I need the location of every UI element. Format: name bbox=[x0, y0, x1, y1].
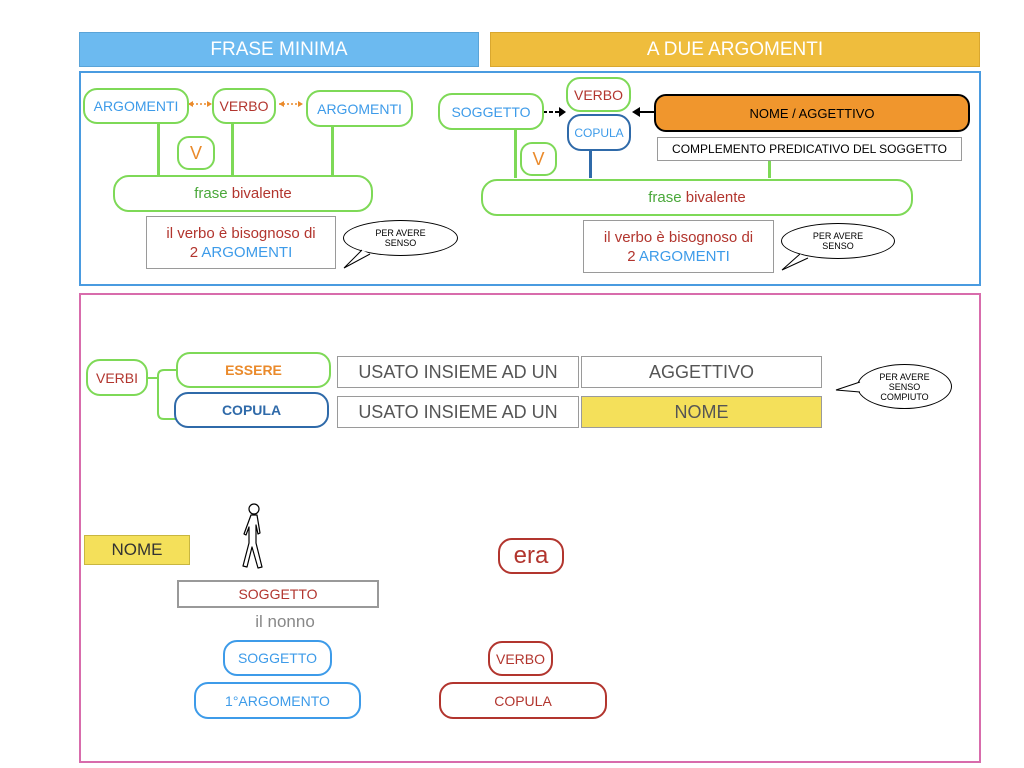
verbo-node: VERBO bbox=[212, 88, 276, 124]
bivalente-label: bivalente bbox=[231, 185, 292, 202]
soggetto-pill-label: SOGGETTO bbox=[237, 650, 318, 666]
essere-label: ESSERE bbox=[225, 362, 282, 378]
era-label: era bbox=[513, 542, 549, 569]
verbi-bracket bbox=[148, 369, 176, 420]
header-frase-minima: FRASE MINIMA bbox=[79, 32, 479, 67]
il-nonno-text: il nonno bbox=[230, 611, 340, 633]
top-frame bbox=[79, 71, 981, 286]
header-left-title: FRASE MINIMA bbox=[210, 38, 348, 60]
soggetto-label: SOGGETTO bbox=[451, 103, 531, 120]
explanation-line1: il verbo è bisognoso di bbox=[166, 224, 316, 242]
copula-verb-label: COPULA bbox=[221, 402, 282, 418]
nome-tag-label: NOME bbox=[111, 540, 163, 559]
connector-line bbox=[331, 127, 334, 176]
explanation-number: 2 bbox=[189, 243, 199, 261]
verbo-right-label: VERBO bbox=[573, 86, 623, 103]
verbo-node-right: VERBO bbox=[566, 77, 631, 112]
explanation-right-line1: il verbo è bisognoso di bbox=[603, 228, 754, 246]
essere-node: ESSERE bbox=[176, 352, 331, 388]
usato-1-label: USATO INSIEME AD UN bbox=[358, 361, 558, 382]
argomenti-right-node: ARGOMENTI bbox=[306, 90, 413, 127]
nome-box: NOME bbox=[581, 396, 822, 428]
bubble-tail bbox=[835, 381, 861, 393]
explanation-right-number: 2 bbox=[627, 247, 636, 265]
primo-argomento-label: 1°ARGOMENTO bbox=[225, 692, 330, 709]
header-a-due-argomenti: A DUE ARGOMENTI bbox=[490, 32, 980, 67]
usato-2-label: USATO INSIEME AD UN bbox=[358, 401, 558, 422]
aggettivo-box: AGGETTIVO bbox=[581, 356, 822, 388]
copula-node: COPULA bbox=[567, 114, 631, 151]
v-node: V bbox=[177, 136, 215, 170]
copula-connector bbox=[589, 151, 592, 178]
argomenti-left-label: ARGOMENTI bbox=[93, 98, 179, 114]
bubble-tail bbox=[343, 249, 371, 269]
era-node: era bbox=[498, 538, 564, 574]
speech-bubble-right: PER AVERE SENSO bbox=[781, 223, 895, 259]
bivalente-right-label: bivalente bbox=[685, 189, 746, 206]
argomenti-left-node: ARGOMENTI bbox=[83, 88, 189, 124]
speech-bubble: PER AVERE SENSO bbox=[343, 220, 458, 256]
bottom-frame bbox=[79, 293, 981, 763]
connector-line bbox=[157, 124, 160, 176]
frase-label: frase bbox=[194, 185, 228, 202]
complemento-box: COMPLEMENTO PREDICATIVO DEL SOGGETTO bbox=[657, 137, 962, 161]
soggetto-box: SOGGETTO bbox=[177, 580, 379, 608]
explanation-argomenti: ARGOMENTI bbox=[201, 243, 293, 261]
frase-right-label: frase bbox=[648, 189, 682, 206]
complemento-label: COMPLEMENTO PREDICATIVO DEL SOGGETTO bbox=[672, 142, 947, 156]
nome-aggettivo-label: NOME / AGGETTIVO bbox=[749, 105, 875, 121]
connector-line bbox=[514, 130, 517, 178]
explanation-box-right: il verbo è bisognoso di 2 ARGOMENTI bbox=[583, 220, 774, 273]
usato-box-2: USATO INSIEME AD UN bbox=[337, 396, 579, 428]
bubble-tail bbox=[781, 253, 809, 271]
nome-tag: NOME bbox=[84, 535, 190, 565]
copula-label: COPULA bbox=[574, 125, 624, 140]
verbo-label: VERBO bbox=[219, 98, 269, 114]
speech-bubble-compiuto: PER AVERE SENSO COMPIUTO bbox=[857, 364, 952, 409]
usato-box-1: USATO INSIEME AD UN bbox=[337, 356, 579, 388]
verbo-pill-label: VERBO bbox=[495, 650, 545, 667]
nome-label: NOME bbox=[674, 401, 729, 422]
v-node-right: V bbox=[520, 142, 557, 176]
aggettivo-label: AGGETTIVO bbox=[648, 361, 754, 382]
connector-line bbox=[231, 124, 234, 176]
verbo-pill: VERBO bbox=[488, 641, 553, 676]
copula-pill: COPULA bbox=[439, 682, 607, 719]
explanation-box: il verbo è bisognoso di 2 ARGOMENTI bbox=[146, 216, 336, 269]
v-right-label: V bbox=[532, 148, 545, 169]
frase-bivalente-node-right: frase bivalente bbox=[481, 179, 913, 216]
soggetto-box-label: SOGGETTO bbox=[238, 586, 318, 602]
connector-line bbox=[768, 161, 771, 178]
bubble-right-text: PER AVERE SENSO bbox=[812, 231, 864, 251]
copula-pill-label: COPULA bbox=[494, 692, 552, 709]
soggetto-node: SOGGETTO bbox=[438, 93, 544, 130]
frase-bivalente-node: frase bivalente bbox=[113, 175, 373, 212]
explanation-right-argomenti: ARGOMENTI bbox=[638, 247, 730, 265]
v-label: V bbox=[189, 142, 202, 163]
verbi-label: VERBI bbox=[95, 369, 138, 386]
top-left-connectors bbox=[188, 101, 655, 117]
verbi-node: VERBI bbox=[86, 359, 148, 396]
argomenti-right-label: ARGOMENTI bbox=[317, 100, 402, 117]
primo-argomento-pill: 1°ARGOMENTO bbox=[194, 682, 361, 719]
walking-person-icon bbox=[242, 503, 263, 569]
il-nonno-label: il nonno bbox=[255, 612, 315, 631]
nome-aggettivo-node: NOME / AGGETTIVO bbox=[654, 94, 970, 132]
header-right-title: A DUE ARGOMENTI bbox=[646, 38, 824, 60]
soggetto-pill: SOGGETTO bbox=[223, 640, 332, 676]
copula-verb-node: COPULA bbox=[174, 392, 329, 428]
bubble-text: PER AVERE SENSO bbox=[375, 228, 426, 248]
bubble-compiuto-text: PER AVERE SENSO COMPIUTO bbox=[879, 371, 930, 402]
